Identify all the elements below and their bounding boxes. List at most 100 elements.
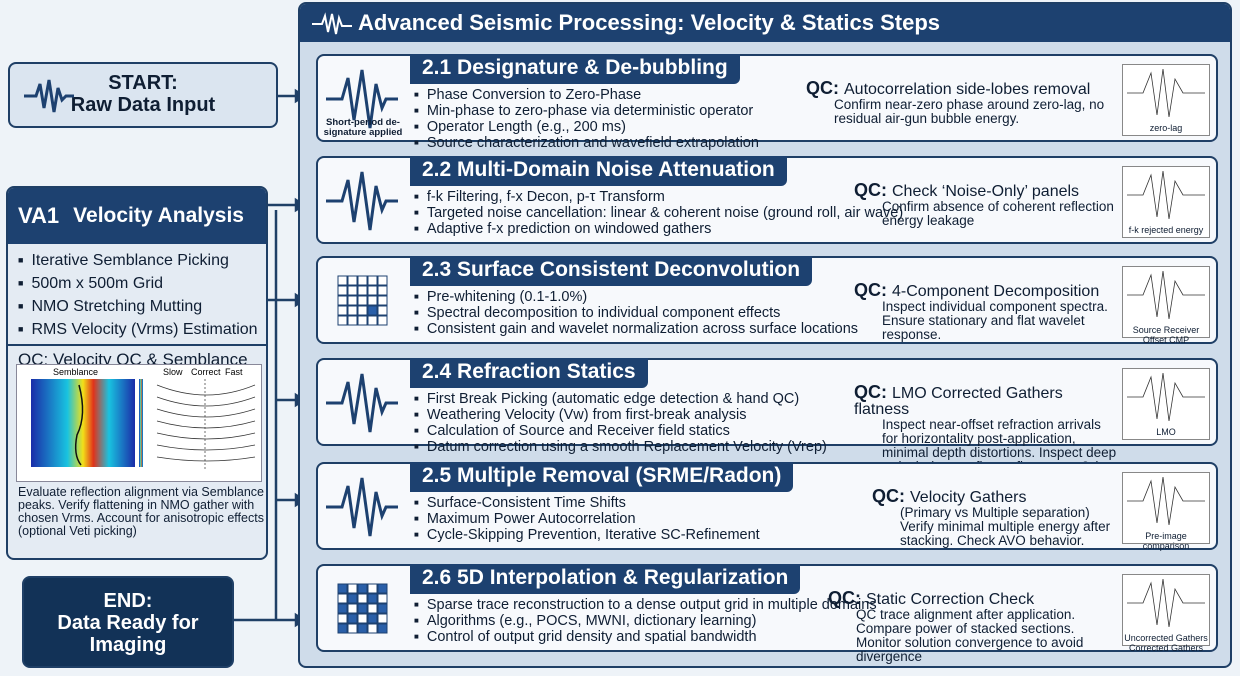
step-item: Source characterization and wavefield ex… (414, 136, 759, 152)
end-label: END: (103, 590, 153, 612)
semblance-image (31, 379, 135, 467)
slow-label: Slow (163, 367, 183, 377)
velocity-analysis-panel: VA1 Velocity Analysis Iterative Semblanc… (6, 186, 268, 560)
qc-block: QC: Velocity Gathers(Primary vs Multiple… (872, 486, 1118, 548)
main-title-bar: Advanced Seismic Processing: Velocity & … (300, 4, 1230, 42)
thumb-label: f-k rejected energy (1128, 225, 1204, 235)
step-card: Short-period de-signature applied 2.1 Des… (316, 54, 1218, 151)
va-item: NMO Stretching Mutting (18, 296, 258, 319)
flow-connectors (234, 88, 300, 628)
va-item: 500m x 500m Grid (18, 273, 258, 296)
end-node: END: Data Ready for Imaging (22, 576, 234, 668)
start-node: START: Raw Data Input (8, 62, 278, 128)
fast-label: Fast (225, 367, 243, 377)
icon-caption: Short-period de-signature applied (323, 117, 403, 138)
step-item: Phase Conversion to Zero-Phase (414, 88, 759, 104)
step-item: Cycle-Skipping Prevention, Iterative SC-… (414, 528, 760, 544)
va-item: RMS Velocity (Vrms) Estimation (18, 319, 258, 342)
semblance-label: Semblance (53, 367, 98, 377)
main-process-panel: Advanced Seismic Processing: Velocity & … (298, 2, 1232, 668)
qc-title: Autocorrelation side-lobes removal (844, 81, 1091, 98)
step-title: 2.3 Surface Consistent Deconvolution (410, 256, 813, 286)
step-title: 2.6 5D Interpolation & Regularization (410, 564, 801, 594)
step-item: Pre-whitening (0.1-1.0%) (414, 290, 858, 306)
step-item: Weathering Velocity (Vw) from first-brea… (414, 408, 827, 424)
grid-icon (337, 275, 388, 326)
qc-description: Confirm absence of coherent reflection e… (882, 199, 1114, 228)
start-sublabel: Raw Data Input (70, 94, 216, 116)
end-sublabel-2: Imaging (89, 634, 167, 656)
step-title: 2.5 Multiple Removal (SRME/Radon) (410, 462, 794, 492)
step-items: Pre-whitening (0.1-1.0%)Spectral decompo… (414, 290, 858, 338)
qc-description: Inspect individual component spectra. En… (882, 299, 1108, 342)
grid-icon (337, 583, 388, 634)
step-items: Sparse trace reconstruction to a dense o… (414, 598, 877, 646)
va-note: Evaluate reflection alignment via Sembla… (18, 485, 264, 538)
qc-thumbnail: Uncorrected Gathers Corrected Gathers (1122, 574, 1210, 653)
step-items: First Break Picking (automatic edge dete… (414, 392, 827, 456)
wavelet-icon (312, 12, 352, 35)
wavelet-icon (326, 477, 398, 537)
qc-title: Check ‘Noise-Only’ panels (892, 183, 1080, 200)
step-items: Surface-Consistent Time ShiftsMaximum Po… (414, 496, 760, 544)
step-item: Control of output grid density and spati… (414, 630, 877, 646)
step-title: 2.2 Multi-Domain Noise Attenuation (410, 156, 787, 186)
end-sublabel: Data Ready for (57, 612, 199, 634)
step-card: 2.6 5D Interpolation & RegularizationSpa… (316, 564, 1218, 664)
thumb-label: LMO (1156, 427, 1176, 437)
main-title: Advanced Seismic Processing: Velocity & … (358, 10, 941, 35)
step-item: f-k Filtering, f-x Decon, p-τ Transform (414, 190, 903, 206)
thumb-label: Pre-image comparison (1142, 531, 1190, 551)
step-card: 2.2 Multi-Domain Noise Attenuation f-k Fi… (316, 156, 1218, 244)
qc-label: QC: (854, 280, 892, 300)
qc-title: LMO Corrected Gathers flatness (854, 385, 1063, 418)
step-item: Operator Length (e.g., 200 ms) (414, 120, 759, 136)
step-card: 2.5 Multiple Removal (SRME/Radon) Surface… (316, 462, 1218, 551)
correct-label: Correct (191, 367, 221, 377)
qc-label: QC: (806, 78, 844, 98)
va-list: Iterative Semblance Picking 500m x 500m … (8, 244, 266, 342)
step-item: Adaptive f-x prediction on windowed gath… (414, 222, 903, 238)
qc-label: QC: (854, 382, 892, 402)
thumb-label: zero-lag (1149, 123, 1183, 133)
step-title: 2.4 Refraction Statics (410, 358, 648, 388)
step-item: Datum correction using a smooth Replacem… (414, 440, 827, 456)
qc-description: (Primary vs Multiple separation) Verify … (900, 505, 1111, 548)
qc-description: Confirm near-zero phase around zero-lag,… (834, 97, 1105, 126)
step-item: Targeted noise cancellation: linear & co… (414, 206, 903, 222)
step-item: Spectral decomposition to individual com… (414, 306, 858, 322)
wavelet-icon (326, 171, 398, 231)
qc-thumbnail: f-k rejected energy (1122, 166, 1210, 238)
qc-thumbnail: Source Receiver Offset CMP (1122, 266, 1210, 345)
qc-label: QC: (872, 486, 910, 506)
start-label: START: (108, 72, 178, 94)
va-header: VA1 Velocity Analysis (8, 188, 266, 244)
step-item: Calculation of Source and Receiver field… (414, 424, 827, 440)
step-item: Min-phase to zero-phase via deterministi… (414, 104, 759, 120)
va-title: Velocity Analysis (73, 204, 244, 227)
step-item: Sparse trace reconstruction to a dense o… (414, 598, 877, 614)
step-item: Consistent gain and wavelet normalizatio… (414, 322, 858, 338)
qc-thumbnail: zero-lag (1122, 64, 1210, 136)
qc-title: Static Correction Check (866, 591, 1035, 608)
thumb-label: Source Receiver Offset CMP (1132, 325, 1200, 345)
step-item: Surface-Consistent Time Shifts (414, 496, 760, 512)
va-item: Iterative Semblance Picking (18, 250, 258, 273)
qc-thumbnail: Pre-image comparison (1122, 472, 1210, 551)
wavelet-icon (24, 79, 74, 113)
step-items: Phase Conversion to Zero-PhaseMin-phase … (414, 88, 759, 152)
step-card: 2.4 Refraction StaticsFirst Break Pickin… (316, 358, 1218, 474)
qc-label: QC: (828, 588, 866, 608)
step-card: 2.3 Surface Consistent DeconvolutionPre-… (316, 256, 1218, 345)
qc-thumbnail: LMO (1122, 368, 1210, 440)
qc-label: QC: (854, 180, 892, 200)
step-title: 2.1 Designature & De-bubbling (410, 54, 740, 84)
semblance-gather-panels: Semblance Slow Correct Fast (16, 364, 262, 482)
step-item: First Break Picking (automatic edge dete… (414, 392, 827, 408)
step-items: f-k Filtering, f-x Decon, p-τ TransformT… (414, 190, 903, 238)
wavelet-icon (326, 69, 398, 129)
